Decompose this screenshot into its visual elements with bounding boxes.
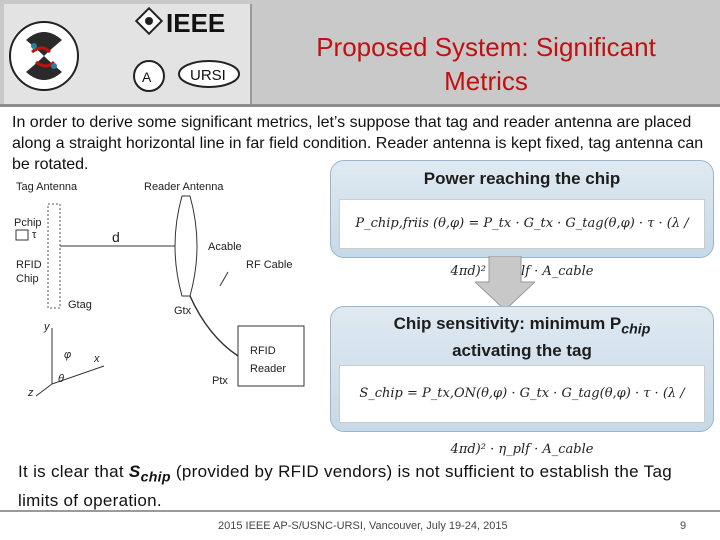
conclusion-post: (provided by RFID vendors) is not suffic… xyxy=(18,462,672,511)
sensitivity-heading-line-1: Chip sensitivity: minimum P xyxy=(393,314,622,333)
down-arrow-icon xyxy=(475,256,535,310)
z-axis-label: z xyxy=(27,387,34,398)
conclusion-text: It is clear that Schip (provided by RFID… xyxy=(18,460,708,513)
system-diagram: Tag Antenna Reader Antenna Pchip τ d RFI… xyxy=(14,181,305,398)
rfid-chip-label-2: Chip xyxy=(16,273,39,285)
power-box-heading: Power reaching the chip xyxy=(423,169,621,188)
reader-antenna-shape xyxy=(174,195,198,297)
sensitivity-heading-sub: chip xyxy=(621,321,651,338)
sensitivity-heading-line-2: activating the tag xyxy=(452,341,592,361)
sensitivity-formula: S_chip = P_tx,ON(θ,φ) · G_tx · G_tag(θ,φ… xyxy=(339,365,705,457)
svg-text:A: A xyxy=(142,69,152,85)
tau-box xyxy=(15,229,29,241)
conclusion-pre: It is clear that xyxy=(18,462,129,481)
x-axis-label: x xyxy=(93,353,100,365)
tag-antenna-label: Tag Antenna xyxy=(16,181,78,193)
page-number: 9 xyxy=(680,520,687,532)
acable-label: Acable xyxy=(208,241,242,253)
logo-panel: IEEE A URSI xyxy=(4,4,252,104)
title-line-1: Proposed System: Significant xyxy=(316,32,656,62)
header-divider xyxy=(0,104,720,107)
slide-title: Proposed System: Significant Metrics xyxy=(252,30,720,98)
conclusion-sub: chip xyxy=(140,469,171,486)
friis-formula: P_chip,friis (θ,φ) = P_tx · G_tx · G_tag… xyxy=(339,199,705,279)
ursi-logo-text: URSI xyxy=(190,67,226,84)
tag-antenna-shape xyxy=(47,203,61,309)
rf-cable-line xyxy=(189,295,239,357)
pchip-label: Pchip xyxy=(14,217,42,229)
power-box: Power reaching the chip P_chip,friis (θ,… xyxy=(330,160,714,279)
tau-label: τ xyxy=(32,229,37,241)
distance-label: d xyxy=(112,229,120,245)
title-line-2: Metrics xyxy=(444,66,528,96)
ieee-logo-text: IEEE xyxy=(166,8,225,38)
conclusion-s: S xyxy=(128,462,141,481)
reader-antenna-label: Reader Antenna xyxy=(144,181,224,193)
ptx-label: Ptx xyxy=(212,375,228,387)
rf-cable-label: RF Cable xyxy=(246,259,292,271)
gtag-label: Gtag xyxy=(68,299,92,311)
gtx-label: Gtx xyxy=(174,305,192,317)
y-axis-label: y xyxy=(43,321,51,333)
theta-label: θ xyxy=(58,373,64,385)
conference-logo-icon: IEEE A URSI xyxy=(9,6,240,92)
rfid-reader-label-2: Reader xyxy=(250,363,286,375)
intro-text: In order to derive some significant metr… xyxy=(12,114,704,173)
x-axis-line xyxy=(51,365,105,385)
rfid-chip-label-1: RFID xyxy=(16,259,42,271)
sensitivity-box: Chip sensitivity: minimum Pchip activati… xyxy=(330,306,714,457)
rfid-reader-label-1: RFID xyxy=(250,345,276,357)
rfid-reader-box xyxy=(237,325,305,387)
footer-text: 2015 IEEE AP-S/USNC-URSI, Vancouver, Jul… xyxy=(218,520,508,532)
rf-cable-pointer xyxy=(219,271,229,287)
footer-divider xyxy=(0,510,720,512)
slide-header: IEEE A URSI Proposed System: Significant… xyxy=(0,0,720,106)
z-axis-line xyxy=(35,383,53,397)
phi-label: φ xyxy=(64,349,71,361)
sensitivity-box-heading: Chip sensitivity: minimum Pchip activati… xyxy=(331,313,713,362)
